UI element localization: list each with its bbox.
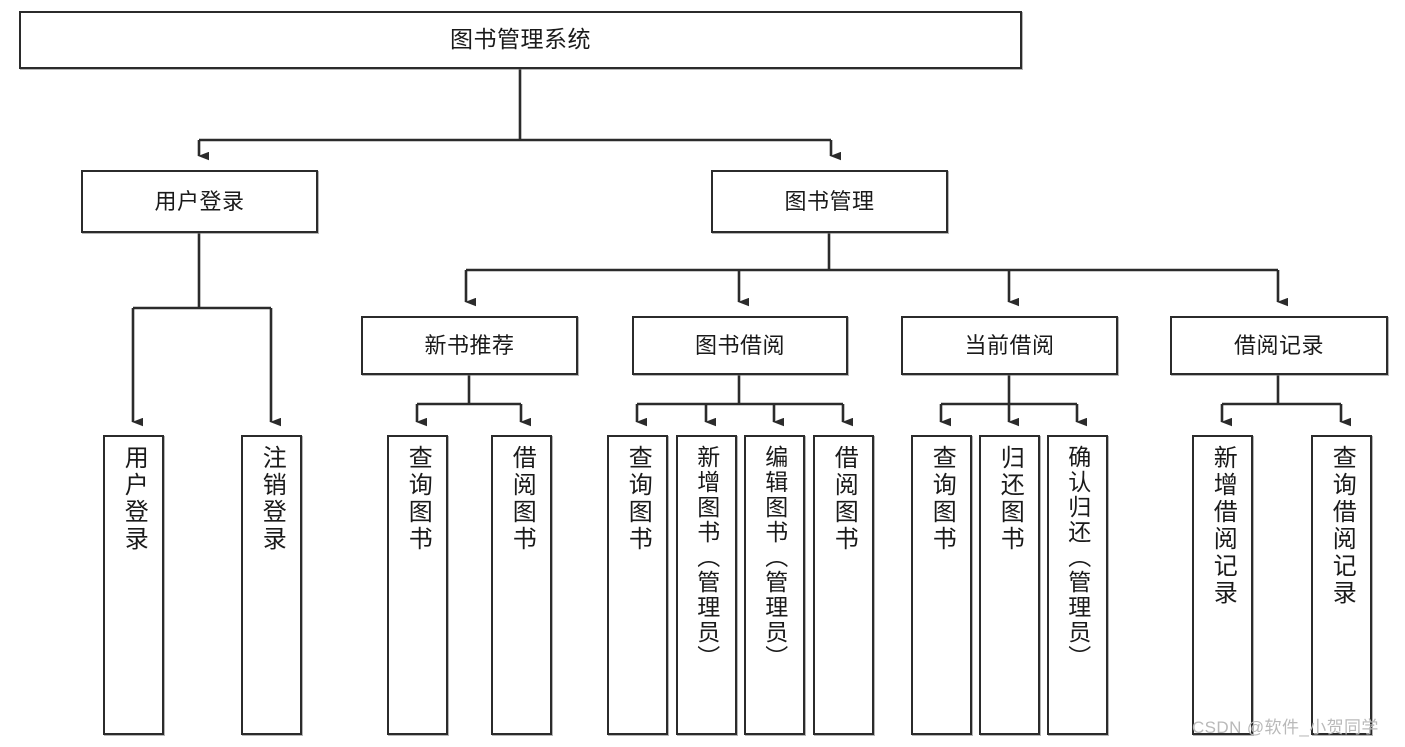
leaf-current-return-book[interactable]: 归还图书 xyxy=(979,435,1040,735)
leaf-record-query-record[interactable]: 查询借阅记录 xyxy=(1311,435,1372,735)
node-label: 用户登录 xyxy=(154,188,245,214)
leaf-user-login-logout[interactable]: 注销登录 xyxy=(241,435,302,735)
node-label: 编辑图书（管理员） xyxy=(761,445,788,670)
node-new-book-recommend[interactable]: 新书推荐 xyxy=(361,316,578,375)
node-label: 新增图书（管理员） xyxy=(693,445,720,670)
node-label: 确认归还（管理员） xyxy=(1064,445,1091,670)
node-label: 归还图书 xyxy=(996,445,1024,553)
node-label: 注销登录 xyxy=(258,445,286,553)
node-label: 借阅图书 xyxy=(508,445,536,553)
node-label: 用户登录 xyxy=(120,445,148,553)
node-user-login[interactable]: 用户登录 xyxy=(81,170,318,233)
node-label: 借阅记录 xyxy=(1233,332,1324,358)
leaf-record-add-record[interactable]: 新增借阅记录 xyxy=(1192,435,1253,735)
node-book-management[interactable]: 图书管理 xyxy=(711,170,948,233)
leaf-recommend-query-book[interactable]: 查询图书 xyxy=(387,435,448,735)
leaf-borrow-query-book[interactable]: 查询图书 xyxy=(607,435,668,735)
node-label: 当前借阅 xyxy=(964,332,1055,358)
node-label: 查询图书 xyxy=(624,445,652,553)
leaf-borrow-borrow-book[interactable]: 借阅图书 xyxy=(813,435,874,735)
node-label: 查询图书 xyxy=(404,445,432,553)
node-root-book-management-system[interactable]: 图书管理系统 xyxy=(19,11,1022,69)
node-label: 图书管理 xyxy=(784,188,875,214)
node-borrow-record[interactable]: 借阅记录 xyxy=(1170,316,1388,375)
node-label: 图书管理系统 xyxy=(450,26,591,53)
leaf-current-confirm-return-admin[interactable]: 确认归还（管理员） xyxy=(1047,435,1108,735)
node-label: 新书推荐 xyxy=(424,332,515,358)
node-label: 图书借阅 xyxy=(694,332,785,358)
leaf-recommend-borrow-book[interactable]: 借阅图书 xyxy=(491,435,552,735)
node-label: 新增借阅记录 xyxy=(1209,445,1237,607)
leaf-borrow-edit-book-admin[interactable]: 编辑图书（管理员） xyxy=(744,435,805,735)
leaf-current-query-book[interactable]: 查询图书 xyxy=(911,435,972,735)
leaf-user-login-login[interactable]: 用户登录 xyxy=(103,435,164,735)
node-book-borrow[interactable]: 图书借阅 xyxy=(632,316,848,375)
watermark: CSDN @软件_小贺同学 xyxy=(1192,718,1379,737)
node-current-borrow[interactable]: 当前借阅 xyxy=(901,316,1118,375)
node-label: 查询图书 xyxy=(928,445,956,553)
leaf-borrow-add-book-admin[interactable]: 新增图书（管理员） xyxy=(676,435,737,735)
node-label: 借阅图书 xyxy=(830,445,858,553)
node-label: 查询借阅记录 xyxy=(1328,445,1356,607)
